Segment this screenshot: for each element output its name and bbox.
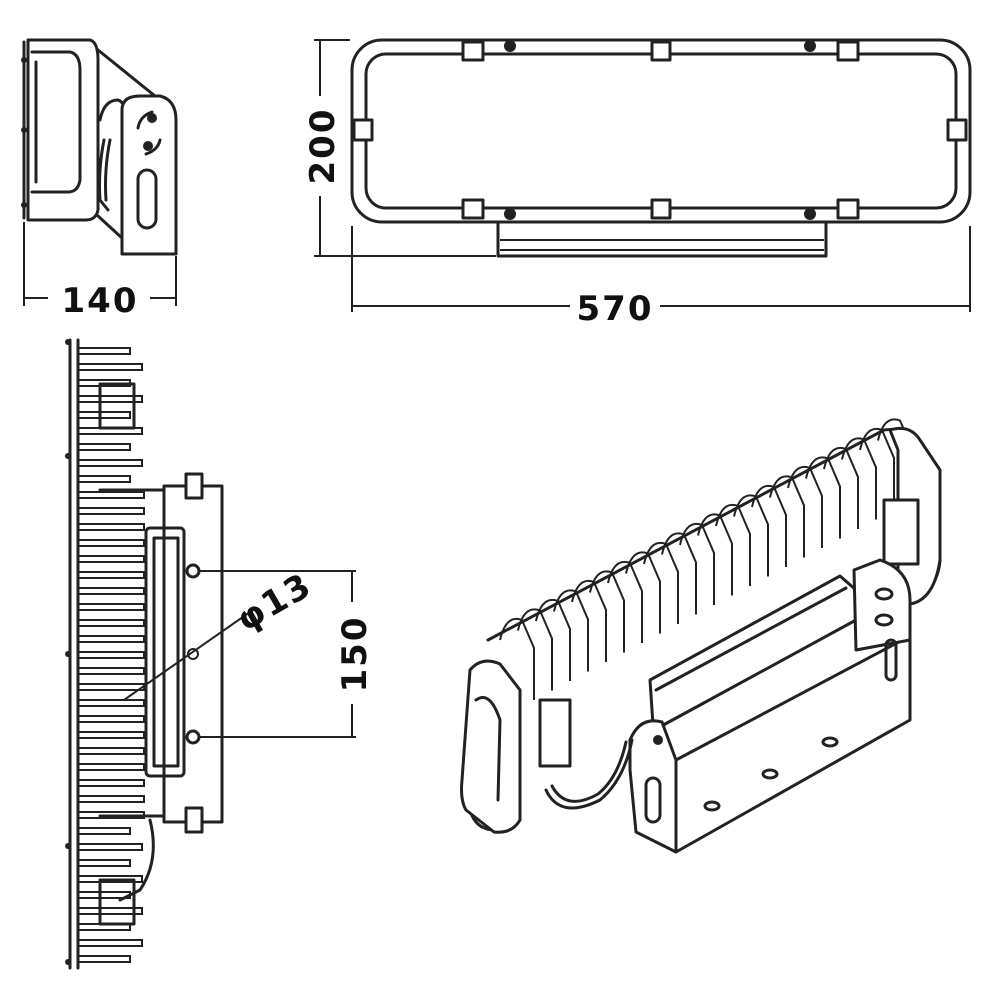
heatsink-fin: [77, 491, 145, 499]
heatsink-fin: [77, 747, 145, 755]
heatsink-fin: [77, 731, 145, 739]
heatsink-fin: [77, 507, 145, 515]
side-view: [21, 38, 178, 256]
heatsink-fin: [77, 891, 131, 899]
heatsink-fin: [77, 475, 131, 483]
heatsink-fin: [77, 907, 143, 915]
heatsink-fin: [77, 619, 145, 627]
dimension-side-width: 140: [23, 222, 177, 321]
heatsink-fin: [77, 699, 145, 707]
heatsink-fin: [77, 555, 145, 563]
dim-label-diameter: φ13: [230, 565, 319, 640]
dimension-front-width: 570: [351, 226, 971, 329]
heatsink-fin: [77, 683, 145, 691]
heatsink-fin: [77, 443, 131, 451]
heatsink-fin: [77, 667, 145, 675]
dim-label-150: 150: [335, 616, 375, 693]
heatsink-fin: [77, 363, 143, 371]
heatsink-fin: [77, 651, 145, 659]
heatsink-fin: [77, 635, 145, 643]
heatsink-fin: [77, 459, 143, 467]
iso-heatsink-fin: [877, 418, 913, 501]
heatsink-fin: [77, 715, 145, 723]
heatsink-fin: [77, 395, 143, 403]
heatsink-fin: [77, 603, 145, 611]
heatsink-fin: [77, 875, 143, 883]
dimension-hole-spacing: 150: [200, 570, 375, 738]
heatsink-fin: [77, 843, 143, 851]
heatsink-fin: [77, 779, 145, 787]
bottom-view: [65, 338, 224, 970]
heatsink-fin: [77, 411, 131, 419]
heatsink-fin: [77, 587, 145, 595]
dim-label-140: 140: [62, 281, 139, 321]
heatsink-fin: [77, 795, 145, 803]
front-view: [350, 38, 972, 258]
heatsink-fin: [77, 539, 145, 547]
heatsink-fin: [77, 939, 143, 947]
heatsink-fin: [77, 827, 131, 835]
heatsink-fin: [77, 523, 145, 531]
dim-label-200: 200: [303, 108, 343, 185]
heatsink-fin: [77, 763, 145, 771]
isometric-view: [460, 418, 942, 854]
heatsink-fin: [77, 955, 131, 963]
heatsink-fin: [77, 859, 131, 867]
dim-label-570: 570: [577, 289, 654, 329]
heatsink-fin: [77, 347, 131, 355]
heatsink-fin: [77, 571, 145, 579]
dimension-front-height: 200: [303, 39, 496, 257]
